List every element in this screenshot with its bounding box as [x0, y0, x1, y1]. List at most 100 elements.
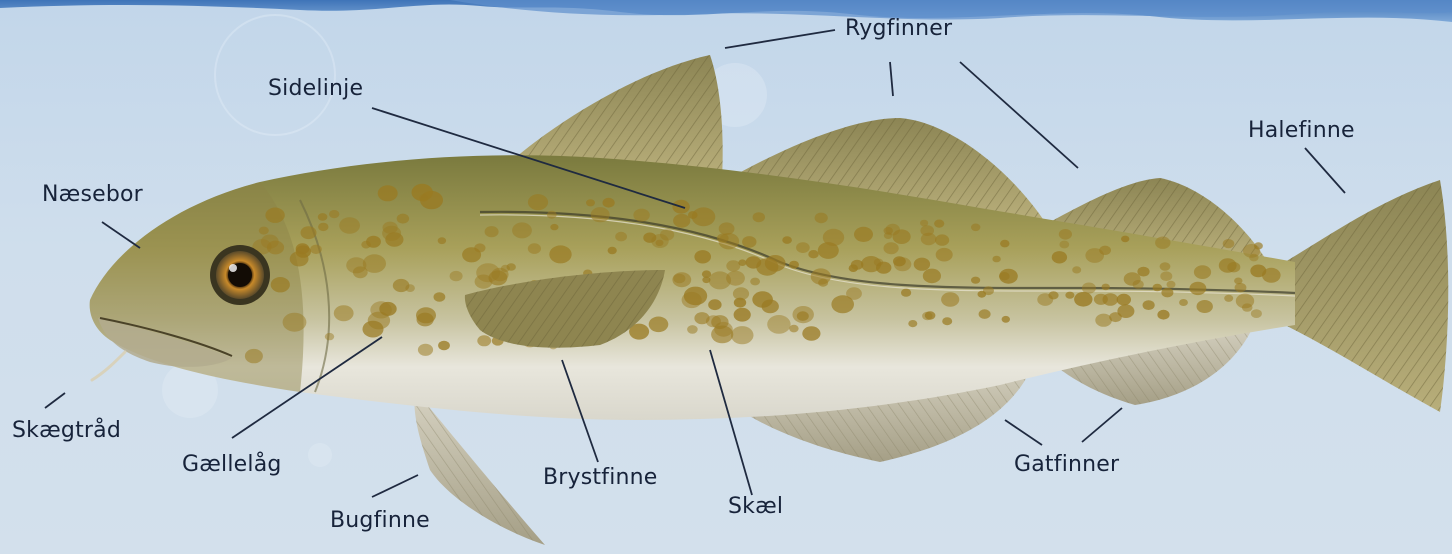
leader-skaegtraad	[45, 393, 65, 408]
skin-spot	[501, 265, 510, 272]
skin-spot	[811, 268, 831, 284]
skin-spot	[726, 271, 745, 286]
skin-spot	[971, 277, 980, 284]
skin-spot	[884, 232, 892, 239]
skin-spot	[271, 277, 290, 292]
skin-spot	[283, 313, 307, 332]
label-skaegtraad: Skægtråd	[12, 420, 121, 442]
skin-spot	[1179, 299, 1188, 306]
skin-spot	[719, 222, 735, 235]
skin-spot	[649, 317, 669, 333]
skin-spot	[378, 185, 398, 201]
skin-spot	[767, 315, 790, 334]
skin-spot	[921, 233, 937, 245]
leader-halefinne	[1305, 148, 1345, 193]
skin-spot	[914, 258, 930, 271]
skin-spot	[753, 212, 765, 222]
label-skael: Skæl	[728, 496, 783, 518]
label-bugfinne: Bugfinne	[330, 510, 430, 532]
skin-spot	[477, 335, 491, 346]
skin-spot	[934, 220, 944, 228]
skin-spot	[366, 236, 381, 248]
skin-spot	[1095, 314, 1112, 327]
label-brystfinne: Brystfinne	[543, 467, 658, 489]
skin-spot	[382, 226, 401, 241]
skin-spot	[922, 312, 932, 320]
skin-spot	[1160, 262, 1171, 271]
skin-spot	[608, 247, 617, 254]
skin-spot	[547, 211, 557, 219]
skin-spot	[1103, 293, 1119, 306]
skin-spot	[1161, 288, 1173, 298]
skin-spot	[802, 326, 820, 341]
skin-spot	[1121, 236, 1129, 243]
skin-spot	[789, 325, 798, 333]
skin-spot	[245, 349, 263, 363]
skin-spot	[438, 237, 446, 244]
skin-spot	[894, 257, 911, 271]
skin-spot	[1124, 272, 1141, 286]
label-rygfinner: Rygfinner	[845, 18, 952, 40]
skin-spot	[854, 227, 873, 242]
skin-spot	[339, 217, 360, 234]
skin-spot	[673, 274, 685, 284]
skin-spot	[329, 210, 339, 218]
leader-rygfinner-1	[725, 30, 835, 48]
skin-spot	[549, 245, 571, 263]
label-sidelinje: Sidelinje	[268, 78, 363, 100]
skin-spot	[1059, 241, 1069, 249]
skin-spot	[1002, 316, 1010, 323]
skin-spot	[318, 213, 328, 221]
skin-spot	[717, 234, 729, 243]
skin-spot	[923, 269, 941, 284]
skin-spot	[450, 271, 463, 281]
skin-spot	[746, 256, 762, 268]
skin-spot	[1059, 229, 1072, 240]
skin-spot	[512, 222, 532, 238]
skin-spot	[682, 292, 702, 308]
skin-spot	[999, 269, 1018, 284]
skin-spot	[485, 226, 499, 237]
skin-spot	[603, 198, 615, 208]
skin-spot	[265, 208, 284, 223]
skin-spot	[1167, 281, 1176, 288]
skin-spot	[318, 223, 328, 231]
leader-rygfinner-2	[890, 62, 893, 96]
skin-spot	[633, 209, 649, 222]
skin-spot	[733, 287, 749, 300]
skin-spot	[782, 236, 792, 244]
skin-spot	[550, 224, 558, 230]
skin-spot	[687, 325, 698, 334]
skin-spot	[796, 242, 810, 253]
skin-spot	[1074, 292, 1092, 307]
skin-spot	[823, 229, 844, 246]
skin-spot	[363, 321, 384, 338]
skin-spot	[1223, 239, 1235, 248]
skin-spot	[765, 255, 786, 272]
skin-spot	[296, 243, 310, 254]
skin-spot	[849, 264, 858, 272]
skin-spot	[418, 344, 433, 356]
skin-spot	[731, 326, 754, 344]
skin-spot	[474, 243, 485, 252]
skin-spot	[615, 232, 627, 242]
skin-spot	[979, 309, 991, 319]
skin-spot	[310, 245, 322, 254]
skin-spot	[1235, 283, 1247, 292]
skin-spot	[942, 317, 952, 325]
skin-spot	[726, 260, 740, 271]
skin-spot	[831, 295, 854, 313]
skin-spot	[1085, 248, 1104, 263]
skin-spot	[808, 250, 818, 258]
skin-spot	[789, 261, 799, 269]
skin-spot	[438, 341, 450, 350]
leader-gatfinner-1	[1005, 420, 1042, 445]
skin-spot	[476, 263, 500, 282]
skin-spot	[1137, 267, 1149, 277]
skin-spot	[1037, 293, 1053, 306]
skin-spot	[346, 257, 366, 273]
skin-spot	[379, 302, 396, 316]
skin-spot	[651, 234, 668, 248]
skin-spot	[971, 224, 980, 232]
